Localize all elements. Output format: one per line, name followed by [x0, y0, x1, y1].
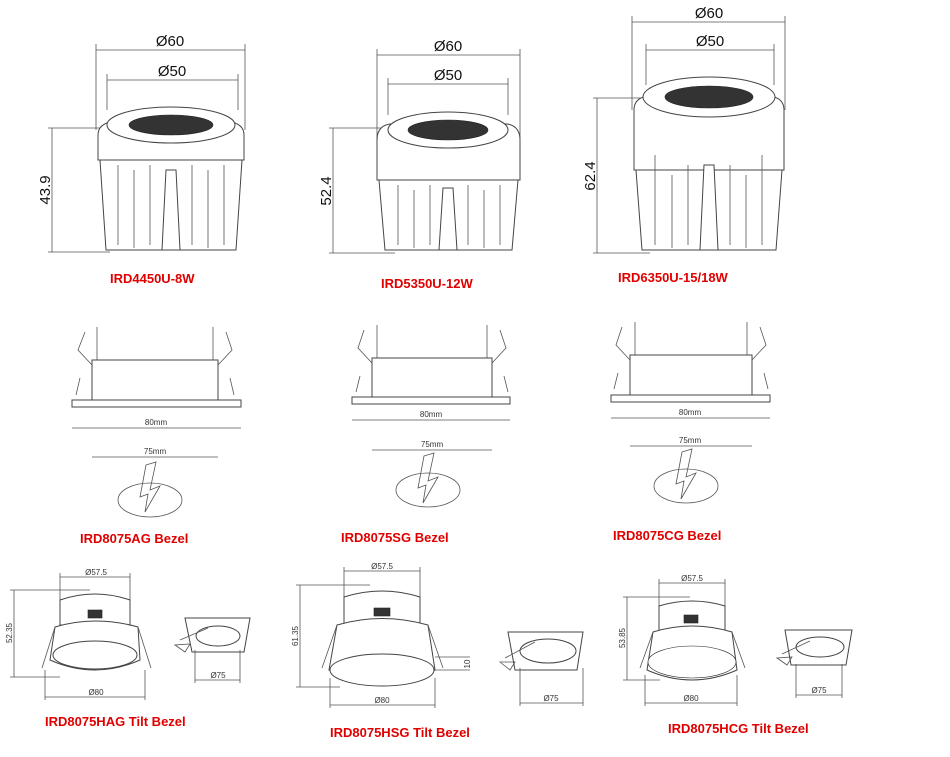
tilt-bezel-drawing-2: [296, 567, 584, 708]
cutout-size-label: 75mm: [421, 440, 444, 449]
cutout-label: Ø75: [543, 694, 559, 703]
model-label: IRD8075HSG Tilt Bezel: [330, 725, 470, 740]
height-label: 53.85: [618, 627, 627, 648]
model-label: IRD6350U-15/18W: [618, 270, 729, 285]
bezel-drawing-1: [71, 327, 242, 518]
bezel-drawing-3: [610, 322, 771, 504]
outer-size-label: 80mm: [420, 410, 443, 419]
model-label: IRD8075SG Bezel: [341, 530, 449, 545]
height-label: 43.9: [37, 175, 54, 204]
outer-size-label: 80mm: [145, 418, 168, 427]
outer-diameter-label: Ø60: [156, 33, 184, 50]
recess-depth-label: 10: [463, 659, 472, 668]
cutout-size-label: 75mm: [144, 447, 167, 456]
inner-diameter-label: Ø50: [158, 63, 186, 80]
outer-diameter-label: Ø80: [88, 688, 104, 697]
height-label: 52.4: [318, 176, 335, 205]
top-diameter-label: Ø57.5: [371, 562, 393, 571]
outer-diameter-label: Ø80: [683, 694, 699, 703]
model-label: IRD8075CG Bezel: [613, 528, 721, 543]
outer-size-label: 80mm: [679, 408, 702, 417]
model-label: IRD5350U-12W: [381, 276, 473, 291]
model-label: IRD8075HAG Tilt Bezel: [45, 714, 186, 729]
height-label: 61.35: [291, 625, 300, 646]
tilt-bezel-drawing-1: [10, 573, 251, 700]
inner-diameter-label: Ø50: [696, 33, 724, 50]
top-diameter-label: Ø57.5: [85, 568, 107, 577]
outer-diameter-label: Ø80: [374, 696, 390, 705]
cutout-label: Ø75: [210, 671, 226, 680]
downlight-drawing-2: [329, 49, 521, 254]
downlight-drawing-1: [48, 44, 246, 253]
cutout-label: Ø75: [811, 686, 827, 695]
downlight-drawing-3: [593, 16, 786, 254]
bezel-drawing-2: [351, 325, 511, 508]
cutout-size-label: 75mm: [679, 436, 702, 445]
model-label: IRD8075HCG Tilt Bezel: [668, 721, 809, 736]
top-diameter-label: Ø57.5: [681, 574, 703, 583]
height-label: 62.4: [582, 161, 599, 190]
outer-diameter-label: Ø60: [434, 38, 462, 55]
inner-diameter-label: Ø50: [434, 67, 462, 84]
model-label: IRD4450U-8W: [110, 271, 195, 286]
outer-diameter-label: Ø60: [695, 5, 723, 22]
tilt-bezel-drawing-3: [623, 579, 853, 706]
height-label: 52.35: [5, 622, 14, 643]
model-label: IRD8075AG Bezel: [80, 531, 188, 546]
